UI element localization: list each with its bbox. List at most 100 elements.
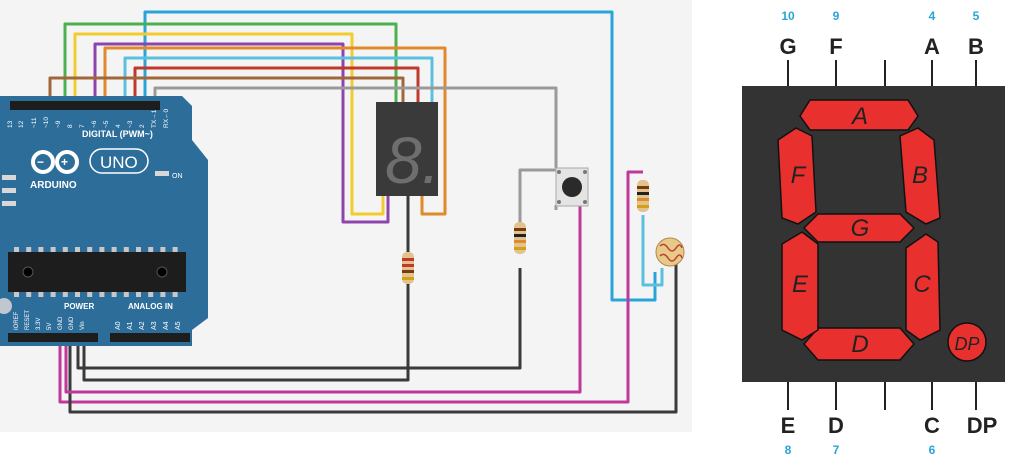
- chip-pin: [75, 247, 80, 252]
- digital-pin-label: ~9: [55, 120, 62, 128]
- segments: [777, 99, 987, 362]
- wire-orange: [103, 46, 447, 216]
- chip-pin: [87, 292, 93, 297]
- segment-dp-label: DP: [954, 334, 979, 354]
- chip-pin: [50, 292, 56, 297]
- segment-c: [905, 233, 941, 341]
- chip-pin: [50, 247, 56, 252]
- analog-pin-label: A5: [175, 321, 182, 330]
- chip-pin: [136, 247, 141, 252]
- top-pin-name: F: [829, 34, 842, 59]
- pushbutton: [555, 167, 589, 207]
- bottom-pin-number: 6: [929, 443, 936, 457]
- power-label: POWER: [64, 302, 94, 311]
- chip-pin: [62, 247, 68, 252]
- resistor-button: [514, 222, 526, 254]
- top-pin-number: 10: [781, 9, 795, 23]
- digital-pin-label: 2: [139, 124, 146, 128]
- chip-pin: [26, 292, 32, 297]
- analog-pin-label: A0: [115, 321, 122, 330]
- digital-pin-label: 12: [18, 120, 25, 128]
- chip-dot-2: [156, 266, 168, 278]
- board-model: UNO: [100, 153, 138, 172]
- chip-pin: [75, 292, 80, 297]
- chip-pin: [99, 292, 105, 297]
- digital-header: [10, 101, 160, 110]
- analog-pin-label: A3: [151, 321, 158, 330]
- segment-d: [803, 327, 915, 361]
- power-pin-label: Vin: [80, 321, 86, 330]
- segment-f-label: F: [791, 162, 807, 189]
- seven-segment-display: 8.: [376, 102, 440, 197]
- analog-pin-label: A4: [163, 321, 170, 330]
- logo-minus: −: [37, 155, 44, 169]
- segment-e: [781, 231, 819, 341]
- on-label: ON: [172, 173, 183, 180]
- chip-pin: [111, 247, 117, 252]
- chip-pin: [111, 292, 117, 297]
- analog-pin-labels: A0 A1 A2 A3 A4 A5: [115, 321, 182, 330]
- display-body: [376, 102, 438, 196]
- analog-pin-label: A2: [139, 321, 146, 330]
- top-pin-name: B: [968, 34, 984, 59]
- analog-label: ANALOG IN: [128, 302, 173, 311]
- bottom-pin-name: D: [828, 413, 844, 438]
- board-brand: ARDUINO: [30, 180, 77, 191]
- chip-pin: [123, 292, 129, 297]
- wire-black-2: [76, 268, 522, 370]
- led-2: [2, 188, 16, 193]
- segment-c-label: C: [913, 271, 931, 298]
- chip-dot-1: [22, 266, 34, 278]
- digital-pin-label: RX←0: [163, 108, 170, 128]
- digital-pin-label: ~6: [91, 120, 98, 128]
- led-3: [2, 201, 16, 206]
- digital-pin-label: ~3: [127, 120, 134, 128]
- wire-black-3: [68, 262, 678, 414]
- microcontroller-chip: [8, 252, 186, 292]
- chip-pin: [26, 247, 32, 252]
- chip-pins: [14, 247, 178, 297]
- segment-g: [802, 213, 916, 243]
- wire-gray: [153, 86, 558, 168]
- power-pin-label: RESET: [25, 310, 31, 330]
- power-pin-label: 5V: [47, 323, 53, 330]
- segment-a: [799, 99, 919, 131]
- top-pin-number: 9: [833, 9, 840, 23]
- top-pin-name: G: [779, 34, 796, 59]
- chip-pin: [172, 247, 178, 252]
- chip-pin: [148, 247, 154, 252]
- digital-pin-label: ~11: [31, 117, 38, 128]
- segment-d-label: D: [851, 331, 868, 358]
- photoresistor: [655, 237, 685, 267]
- digital-pin-label: 13: [7, 120, 14, 128]
- chip-pin: [38, 247, 44, 252]
- wire-red: [133, 66, 420, 102]
- analog-pin-label: A1: [127, 321, 134, 330]
- on-led: [155, 171, 169, 176]
- resistor-display: [402, 246, 414, 290]
- top-pin-number: 5: [973, 9, 980, 23]
- wire-brown: [48, 76, 405, 102]
- power-pin-label: IOREF: [14, 311, 20, 330]
- power-header: [8, 333, 98, 342]
- power-pin-label: GND: [58, 316, 64, 330]
- led-1: [2, 175, 16, 180]
- segment-b: [899, 127, 941, 225]
- wire-magenta: [58, 170, 643, 404]
- digital-pin-label: 7: [79, 124, 86, 128]
- logo-plus: +: [61, 155, 68, 169]
- segment-labels: A B C D E F G DP: [791, 103, 980, 358]
- bottom-pin-name: C: [924, 413, 940, 438]
- segment-f: [777, 127, 817, 225]
- top-pin-number: 4: [929, 9, 936, 23]
- segment-b-label: B: [912, 162, 928, 189]
- digital-pin-label: 4: [115, 124, 122, 128]
- power-pin-label: 3.3V: [36, 318, 42, 330]
- chip-pin: [136, 292, 141, 297]
- chip-pin: [123, 247, 129, 252]
